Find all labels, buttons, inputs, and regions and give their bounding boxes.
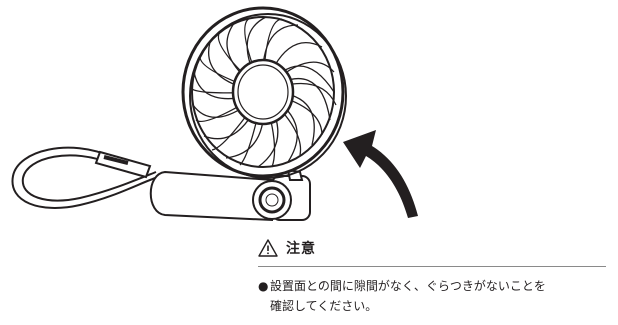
caution-header: 注意 (258, 236, 608, 260)
fan-illustration (11, 6, 418, 222)
caution-text-line-2: 確認してください。 (270, 299, 378, 313)
fan-head (181, 6, 347, 179)
warning-triangle-icon (258, 239, 278, 257)
caution-text-line-1: 設置面との間に隙間がなく、ぐらつきがないことを (270, 279, 546, 293)
divider (258, 266, 606, 267)
rotate-arrow-icon (343, 130, 418, 218)
caution-title: 注意 (286, 241, 316, 257)
strap-clip (94, 150, 152, 179)
caution-line-1: ● 設置面との間に隙間がなく、ぐらつきがないことを (258, 276, 608, 296)
bullet: ● (258, 279, 269, 293)
caution-text: ● 設置面との間に隙間がなく、ぐらつきがないことを 確認してください。 (258, 276, 608, 316)
caution-notice: 注意 ● 設置面との間に隙間がなく、ぐらつきがないことを 確認してください。 (258, 236, 608, 316)
fan-handle (149, 168, 311, 222)
strap (11, 146, 159, 209)
